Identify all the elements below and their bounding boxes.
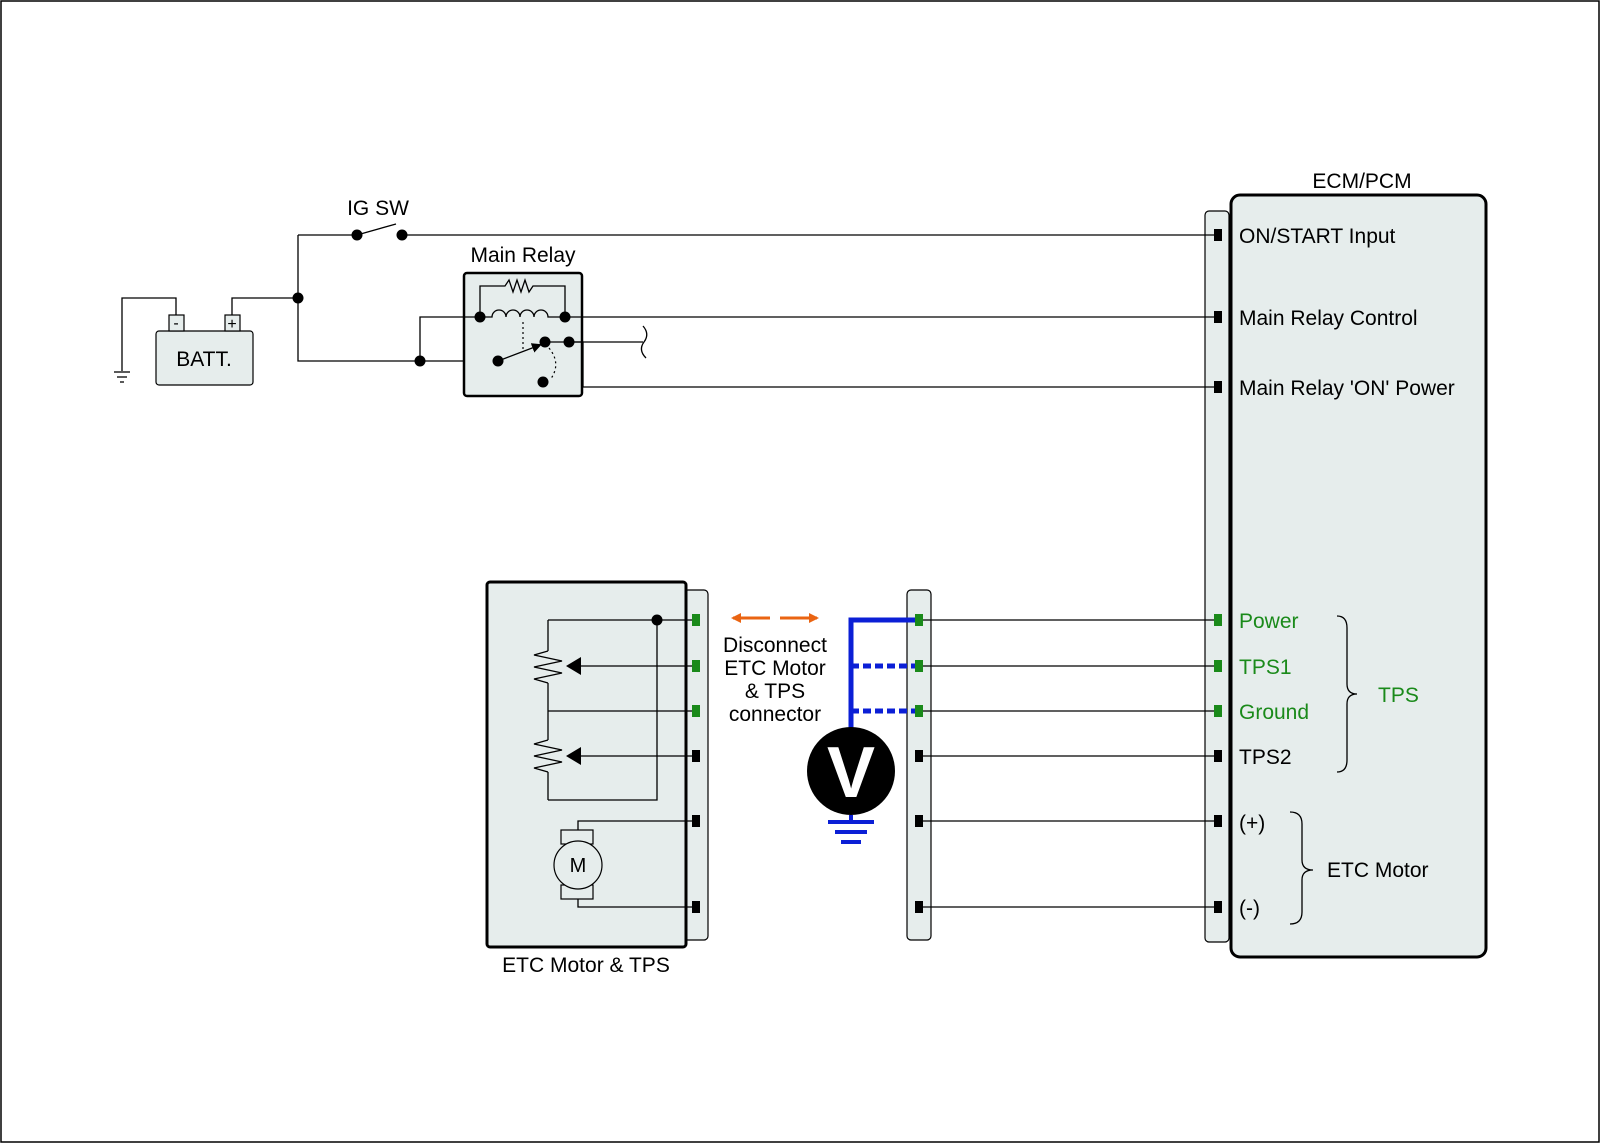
harness-connector <box>906 589 932 941</box>
battery: - + BATT. <box>155 314 254 386</box>
ecm-pin-motor-neg <box>1214 901 1222 913</box>
label-tps2: TPS2 <box>1239 746 1292 769</box>
ecm-pin-relay-control <box>1214 311 1222 323</box>
ecm-pin-tps2 <box>1214 750 1222 762</box>
etc-pin-tps1 <box>692 660 700 672</box>
ecm-pin-tps1 <box>1214 660 1222 672</box>
etc-motor-tps-module: ETC Motor & TPS M <box>485 580 709 977</box>
etc-pin-power <box>692 614 700 626</box>
ig-sw-label: IG SW <box>347 197 409 220</box>
ecm-pin-motor-pos <box>1214 815 1222 827</box>
battery-ground <box>114 297 177 383</box>
disconnect-text-2: ETC Motor <box>724 657 826 680</box>
ecm-box <box>1229 193 1488 959</box>
harness-pin-ground <box>915 705 923 717</box>
battery-body <box>155 330 254 386</box>
ecm-pcm-module: ECM/PCM <box>1204 170 1488 959</box>
battery-label: BATT. <box>176 348 232 371</box>
voltmeter-label: V <box>827 733 875 813</box>
battery-neg-sign: - <box>173 315 178 332</box>
harness-pin-motor-neg <box>915 901 923 913</box>
label-tps1: TPS1 <box>1239 656 1292 679</box>
etc-pin-motor-neg <box>692 901 700 913</box>
harness-wires <box>923 619 1214 908</box>
harness-pin-power <box>915 614 923 626</box>
ecm-title: ECM/PCM <box>1312 170 1411 193</box>
harness-pin-tps1 <box>915 660 923 672</box>
tps-group-label: TPS <box>1378 684 1419 707</box>
etc-motor-group-brace: ETC Motor <box>1289 811 1429 925</box>
ecm-pin-power <box>1214 614 1222 626</box>
etc-box-label: ETC Motor & TPS <box>502 954 670 977</box>
etc-motor-group-label: ETC Motor <box>1327 859 1429 882</box>
ecm-pin-ground <box>1214 705 1222 717</box>
disconnect-text-4: connector <box>729 703 821 726</box>
ecm-pin-on-start <box>1214 229 1222 241</box>
harness-pin-tps2 <box>915 750 923 762</box>
battery-pos-sign: + <box>227 316 236 333</box>
ecm-pin-labels: ON/START Input Main Relay Control Main R… <box>1239 225 1455 920</box>
voltmeter: V <box>807 617 915 844</box>
motor-label: M <box>570 855 587 877</box>
label-motor-pos: (+) <box>1239 812 1265 835</box>
disconnect-indicator: Disconnect ETC Motor & TPS connector <box>723 613 827 726</box>
disconnect-text-3: & TPS <box>745 680 805 703</box>
label-ground: Ground <box>1239 701 1309 724</box>
ecm-pin-relay-on-power <box>1214 381 1222 393</box>
label-on-start: ON/START Input <box>1239 225 1396 248</box>
harness-pin-motor-pos <box>915 815 923 827</box>
ecm-pins <box>1214 229 1222 913</box>
ecm-connector-strip <box>1204 210 1230 943</box>
label-motor-neg: (-) <box>1239 897 1260 920</box>
etc-pin-ground <box>692 705 700 717</box>
etc-connector-strip <box>683 589 709 941</box>
disconnect-text-1: Disconnect <box>723 634 827 657</box>
main-relay-label: Main Relay <box>470 244 576 267</box>
etc-pin-motor-pos <box>692 815 700 827</box>
label-relay-control: Main Relay Control <box>1239 307 1418 330</box>
label-power: Power <box>1239 610 1299 633</box>
label-relay-on-power: Main Relay 'ON' Power <box>1239 377 1455 400</box>
main-relay: Main Relay <box>462 244 584 398</box>
etc-box <box>485 580 688 949</box>
voltmeter-symbol <box>807 727 895 815</box>
relay-wiring <box>414 316 1214 388</box>
main-relay-box <box>462 271 584 398</box>
motor-symbol <box>553 840 603 890</box>
harness-connector-strip <box>906 589 932 941</box>
etc-pin-tps2 <box>692 750 700 762</box>
battery-positive-wiring: IG SW <box>231 197 1214 362</box>
tps-group-brace: TPS <box>1336 615 1419 773</box>
